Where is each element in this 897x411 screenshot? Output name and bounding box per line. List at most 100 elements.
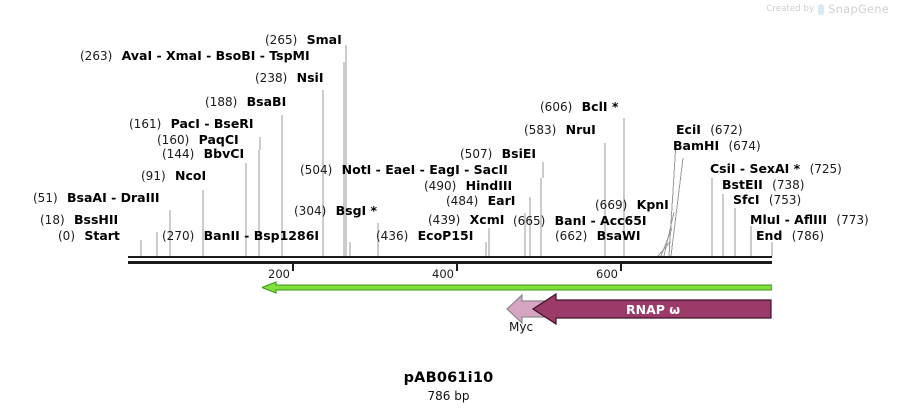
- enzyme-position-bcli: (606): [540, 100, 573, 114]
- enzyme-names-banii: BanII - Bsp1286I: [203, 228, 320, 243]
- enzyme-label-avai[interactable]: (263) AvaI - XmaI - BsoBI - TspMI: [80, 49, 310, 63]
- enzyme-names-sfci: SfcI: [733, 192, 760, 207]
- enzyme-label-ecii[interactable]: EciI (672): [676, 122, 743, 137]
- enzyme-position-start: (0): [58, 229, 75, 243]
- enzyme-position-bsgi: (304): [294, 204, 327, 218]
- enzyme-position-avai: (263): [80, 49, 113, 63]
- enzyme-position-paqci: (160): [157, 133, 190, 147]
- enzyme-position-nrui: (583): [524, 123, 557, 137]
- enzyme-names-ncoi: NcoI: [175, 168, 207, 183]
- enzyme-names-noti: NotI - EaeI - EagI - SacII: [341, 162, 508, 177]
- enzyme-label-bbvci[interactable]: (144) BbvCI: [162, 147, 244, 161]
- enzyme-names-kpni: KpnI: [636, 197, 669, 212]
- enzyme-position-banii: (270): [162, 229, 195, 243]
- enzyme-label-bani[interactable]: (665) BanI - Acc65I: [513, 214, 647, 228]
- enzyme-position-ecop15i: (436): [376, 229, 409, 243]
- enzyme-names-bsgi: BsgI *: [335, 203, 378, 218]
- feature-myc-label: Myc: [509, 320, 534, 334]
- enzyme-position-hindiii: (490): [424, 179, 457, 193]
- enzyme-position-bsshii: (18): [40, 213, 65, 227]
- sequence-backbone[interactable]: [128, 256, 772, 264]
- enzyme-position-bsabi: (188): [205, 95, 238, 109]
- enzyme-position-bsawi: (662): [555, 229, 588, 243]
- enzyme-names-hindiii: HindIII: [465, 178, 513, 193]
- plasmid-name: pAB061i10: [403, 370, 494, 386]
- enzyme-position-mlui: (773): [836, 213, 869, 227]
- enzyme-label-bsawi[interactable]: (662) BsaWI: [555, 229, 640, 243]
- enzyme-names-paqci: PaqCI: [198, 132, 239, 147]
- enzyme-names-start: Start: [84, 228, 120, 243]
- enzyme-label-sfci[interactable]: SfcI (753): [733, 192, 801, 207]
- enzyme-position-paci: (161): [129, 117, 162, 131]
- enzyme-label-bcli[interactable]: (606) BclI *: [540, 99, 619, 114]
- enzyme-label-hindiii[interactable]: (490) HindIII: [424, 178, 513, 193]
- enzyme-names-bamhi: BamHI: [673, 138, 720, 153]
- enzyme-label-noti[interactable]: (504) NotI - EaeI - EagI - SacII: [300, 162, 508, 177]
- enzyme-label-xcmi[interactable]: (439) XcmI: [428, 213, 504, 227]
- enzyme-position-noti: (504): [300, 163, 333, 177]
- enzyme-names-bstеii: BstEII: [722, 177, 763, 192]
- enzyme-position-csii: (725): [809, 162, 842, 176]
- enzyme-position-bani: (665): [513, 214, 546, 228]
- enzyme-label-banii[interactable]: (270) BanII - Bsp1286I: [162, 228, 320, 243]
- enzyme-label-nsii[interactable]: (238) NsiI: [255, 71, 323, 85]
- watermark-brand-text: SnapGene: [828, 2, 889, 16]
- enzyme-names-smai: SmaI: [306, 32, 342, 47]
- enzyme-label-bsgi[interactable]: (304) BsgI *: [294, 203, 378, 218]
- enzyme-position-nsii: (238): [255, 71, 288, 85]
- enzyme-label-bamhi[interactable]: BamHI (674): [673, 138, 761, 153]
- enzyme-names-bsshii: BssHII: [74, 212, 119, 227]
- enzyme-position-xcmi: (439): [428, 213, 461, 227]
- enzyme-label-nrui[interactable]: (583) NruI: [524, 122, 596, 137]
- enzyme-names-bsiei: BsiEI: [501, 146, 537, 161]
- enzyme-names-ecii: EciI: [676, 122, 701, 137]
- ruler-tick-400: [456, 264, 458, 271]
- enzyme-names-nrui: NruI: [565, 122, 596, 137]
- enzyme-label-mlui[interactable]: MluI - AflIII (773): [750, 212, 869, 227]
- enzyme-label-eari[interactable]: (484) EarI: [446, 193, 516, 208]
- enzyme-label-ncoi[interactable]: (91) NcoI: [141, 168, 207, 183]
- enzyme-names-paci: PacI - BseRI: [170, 116, 254, 131]
- enzyme-names-bcli: BclI *: [581, 99, 619, 114]
- snapgene-bookmark-icon: [818, 3, 825, 15]
- enzyme-label-end[interactable]: End (786): [756, 228, 824, 243]
- enzyme-label-bsabi[interactable]: (188) BsaBI: [205, 94, 287, 109]
- enzyme-position-bamhi: (674): [728, 139, 761, 153]
- feature-rnap-omega-arrow[interactable]: [532, 292, 772, 326]
- enzyme-names-ecop15i: EcoP15I: [417, 228, 474, 243]
- sequence-ruler: 200 400 600: [128, 264, 772, 282]
- feature-orf-green-arrow[interactable]: [262, 281, 772, 295]
- watermark-created-by-text: Created by: [766, 4, 815, 14]
- snapgene-watermark: Created by SnapGene: [766, 2, 889, 16]
- enzyme-names-csii: CsiI - SexAI *: [710, 161, 801, 176]
- enzyme-names-bsaai: BsaAI - DraIII: [67, 190, 160, 205]
- enzyme-label-kpni[interactable]: (669) KpnI: [595, 197, 669, 212]
- enzyme-label-paqci[interactable]: (160) PaqCI: [157, 132, 239, 147]
- enzyme-position-bbvci: (144): [162, 147, 195, 161]
- enzyme-label-bstеii[interactable]: BstEII (738): [722, 177, 805, 192]
- enzyme-label-paci[interactable]: (161) PacI - BseRI: [129, 116, 254, 131]
- enzyme-label-csii[interactable]: CsiI - SexAI * (725): [710, 161, 842, 176]
- ruler-label-200: 200: [268, 267, 290, 281]
- enzyme-label-start[interactable]: (0) Start: [58, 228, 120, 243]
- enzyme-position-bsaai: (51): [33, 191, 58, 205]
- enzyme-label-ecop15i[interactable]: (436) EcoP15I: [376, 228, 474, 243]
- plasmid-title-block: pAB061i10 786 bp: [0, 370, 897, 403]
- enzyme-position-ecii: (672): [710, 123, 743, 137]
- enzyme-names-end: End: [756, 228, 783, 243]
- enzyme-names-mlui: MluI - AflIII: [750, 212, 828, 227]
- enzyme-label-bsaai[interactable]: (51) BsaAI - DraIII: [33, 190, 160, 205]
- ruler-tick-600: [620, 264, 622, 271]
- enzyme-label-bsshii[interactable]: (18) BssHII: [40, 212, 119, 227]
- enzyme-position-smai: (265): [265, 33, 298, 47]
- enzyme-names-eari: EarI: [487, 193, 516, 208]
- enzyme-label-smai[interactable]: (265) SmaI: [265, 32, 342, 47]
- enzyme-position-bstеii: (738): [772, 178, 805, 192]
- feature-rnap-omega-label: RNAP ω: [626, 302, 681, 317]
- plasmid-length: 786 bp: [427, 389, 470, 403]
- enzyme-label-bsiei[interactable]: (507) BsiEI: [460, 146, 537, 161]
- enzyme-names-bsabi: BsaBI: [246, 94, 287, 109]
- enzyme-position-eari: (484): [446, 194, 479, 208]
- enzyme-position-kpni: (669): [595, 198, 628, 212]
